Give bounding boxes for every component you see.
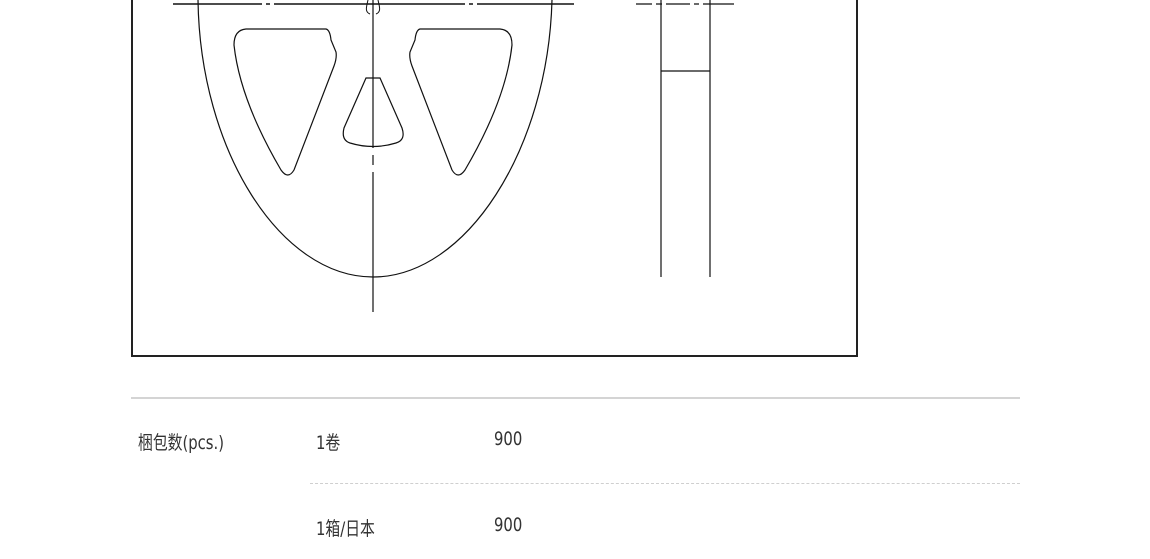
- packing-label: 梱包数(pcs.): [138, 432, 225, 454]
- left-window: [233, 28, 337, 176]
- hub-notch: [365, 0, 381, 15]
- row-divider: [310, 483, 1020, 484]
- right-window: [409, 28, 513, 176]
- reel-outline: [197, 0, 553, 278]
- drawing-frame: [131, 0, 858, 357]
- center-window: [342, 77, 404, 148]
- section-divider: [131, 397, 1020, 399]
- row-2-qty: 900: [494, 514, 523, 536]
- row-1-qty: 900: [494, 428, 523, 450]
- row-1-unit: 1卷: [316, 432, 341, 454]
- row-2-unit: 1箱/日本: [316, 518, 375, 540]
- side-view: [636, 0, 734, 277]
